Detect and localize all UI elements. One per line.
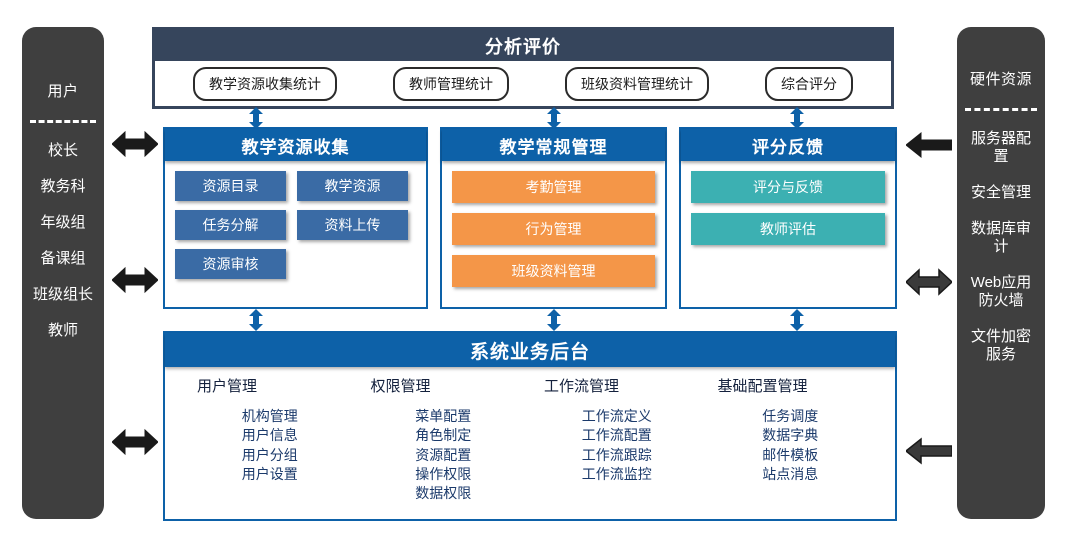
system-column-workflow-management: 工作流管理 工作流定义 工作流配置 工作流跟踪 工作流监控	[530, 375, 704, 504]
pill-comprehensive-score[interactable]: 综合评分	[765, 66, 853, 101]
rail-item-teacher[interactable]: 教师	[47, 321, 78, 339]
panel-teaching-resource-collection: 教学资源收集 资源目录 教学资源 任务分解 资料上传 资源审核	[163, 127, 428, 309]
item-task-scheduling[interactable]: 任务调度	[762, 408, 819, 424]
connector-panel2-to-system	[543, 309, 565, 331]
right-rail-header: 硬件资源	[969, 71, 1032, 88]
analysis-pill-row: 教学资源收集统计 教师管理统计 班级资料管理统计 综合评分	[155, 61, 891, 106]
item-resource-config[interactable]: 资源配置	[415, 446, 472, 463]
panel-teaching-routine-management: 教学常规管理 考勤管理 行为管理 班级资料管理	[440, 127, 667, 309]
item-workflow-monitoring[interactable]: 工作流监控	[581, 465, 652, 482]
column-items-basic-config-management: 任务调度 数据字典 邮件模板 站点消息	[704, 407, 878, 484]
button-score-and-feedback[interactable]: 评分与反馈	[691, 171, 885, 203]
button-teaching-resource[interactable]: 教学资源	[297, 171, 408, 201]
panel3-title: 评分反馈	[681, 129, 895, 161]
item-site-message[interactable]: 站点消息	[762, 465, 819, 482]
rail-item-class-leader[interactable]: 班级组长	[32, 285, 93, 303]
item-workflow-tracking[interactable]: 工作流跟踪	[581, 446, 652, 463]
item-org-management[interactable]: 机构管理	[241, 408, 298, 424]
panel-system-business-backend: 系统业务后台 用户管理 机构管理 用户信息 用户分组 用户设置 权限管理 菜单配…	[163, 331, 897, 521]
connector-analysis-to-panel2	[543, 107, 565, 129]
button-teacher-evaluation[interactable]: 教师评估	[691, 213, 885, 245]
button-material-upload[interactable]: 资料上传	[297, 210, 408, 240]
panel3-button-stack: 评分与反馈 教师评估	[691, 171, 885, 245]
rail-item-web-firewall[interactable]: Web应用 防火墙	[970, 273, 1032, 309]
arrow-right-hardware-to-panels-mid	[906, 267, 952, 297]
rail-item-principal[interactable]: 校长	[47, 141, 78, 159]
item-user-settings[interactable]: 用户设置	[241, 465, 298, 482]
arrow-right-hardware-to-panels	[906, 131, 952, 159]
system-column-basic-config-management: 基础配置管理 任务调度 数据字典 邮件模板 站点消息	[704, 375, 878, 504]
panel2-title: 教学常规管理	[442, 129, 665, 161]
system-column-user-management: 用户管理 机构管理 用户信息 用户分组 用户设置	[183, 375, 357, 504]
rail-item-security-management[interactable]: 安全管理	[970, 183, 1031, 201]
item-workflow-definition[interactable]: 工作流定义	[581, 408, 652, 424]
left-rail-divider	[30, 119, 96, 123]
panel1-button-grid: 资源目录 教学资源 任务分解 资料上传 资源审核	[175, 171, 416, 279]
panel1-body: 资源目录 教学资源 任务分解 资料上传 资源审核	[165, 161, 426, 287]
column-items-permission-management: 菜单配置 角色制定 资源配置 操作权限 数据权限	[357, 407, 531, 504]
column-title-basic-config-management: 基础配置管理	[717, 378, 808, 395]
panel2-button-stack: 考勤管理 行为管理 班级资料管理	[452, 171, 655, 287]
panel3-body: 评分与反馈 教师评估	[681, 161, 895, 253]
rail-item-server-config[interactable]: 服务器配 置	[970, 129, 1031, 165]
column-title-permission-management: 权限管理	[370, 378, 431, 395]
rail-item-academic-affairs[interactable]: 教务科	[40, 177, 86, 195]
right-rail-list: 服务器配 置 安全管理 数据库审 计 Web应用 防火墙 文件加密 服务	[957, 121, 1045, 373]
arrow-left-users-to-system	[112, 427, 158, 457]
left-rail-header: 用户	[47, 83, 79, 100]
item-data-permission[interactable]: 数据权限	[415, 485, 472, 502]
item-workflow-config[interactable]: 工作流配置	[581, 427, 652, 444]
connector-analysis-to-panel1	[245, 107, 267, 129]
connector-panel1-to-system	[245, 309, 267, 331]
item-operation-permission[interactable]: 操作权限	[415, 465, 472, 482]
connector-panel3-to-system	[786, 309, 808, 331]
button-resource-review[interactable]: 资源审核	[175, 249, 286, 279]
panel1-title: 教学资源收集	[165, 129, 426, 161]
system-column-permission-management: 权限管理 菜单配置 角色制定 资源配置 操作权限 数据权限	[357, 375, 531, 504]
rail-item-lesson-prep-group[interactable]: 备课组	[40, 249, 86, 267]
button-behavior-management[interactable]: 行为管理	[452, 213, 655, 245]
arrow-left-users-to-panels-mid	[112, 265, 158, 295]
analysis-evaluation-panel: 分析评价 教学资源收集统计 教师管理统计 班级资料管理统计 综合评分	[152, 27, 894, 109]
rail-item-database-audit[interactable]: 数据库审 计	[970, 219, 1031, 255]
pill-teacher-management-stats[interactable]: 教师管理统计	[393, 66, 509, 101]
arrow-left-users-to-panels	[112, 129, 158, 159]
system-panel-title: 系统业务后台	[165, 333, 895, 367]
item-role-definition[interactable]: 角色制定	[415, 427, 472, 444]
system-columns: 用户管理 机构管理 用户信息 用户分组 用户设置 权限管理 菜单配置 角色制定 …	[165, 367, 895, 504]
item-menu-config[interactable]: 菜单配置	[415, 408, 472, 424]
right-rail-hardware: 硬件资源 服务器配 置 安全管理 数据库审 计 Web应用 防火墙 文件加密 服…	[957, 27, 1045, 519]
right-rail-divider	[965, 107, 1037, 111]
item-user-group[interactable]: 用户分组	[241, 446, 298, 463]
arrow-right-hardware-to-system	[906, 437, 952, 465]
rail-item-grade-group[interactable]: 年级组	[40, 213, 86, 231]
column-items-workflow-management: 工作流定义 工作流配置 工作流跟踪 工作流监控	[530, 407, 704, 484]
item-data-dictionary[interactable]: 数据字典	[762, 427, 819, 444]
column-items-user-management: 机构管理 用户信息 用户分组 用户设置	[183, 407, 357, 484]
panel2-body: 考勤管理 行为管理 班级资料管理	[442, 161, 665, 295]
column-title-user-management: 用户管理	[197, 378, 258, 395]
button-resource-catalog[interactable]: 资源目录	[175, 171, 286, 201]
left-rail-users: 用户 校长 教务科 年级组 备课组 班级组长 教师	[22, 27, 104, 519]
pill-teaching-resource-stats[interactable]: 教学资源收集统计	[193, 66, 337, 101]
column-title-workflow-management: 工作流管理	[544, 378, 620, 395]
item-user-info[interactable]: 用户信息	[241, 427, 298, 444]
connector-analysis-to-panel3	[786, 107, 808, 129]
analysis-title: 分析评价	[155, 30, 891, 61]
button-attendance-management[interactable]: 考勤管理	[452, 171, 655, 203]
rail-item-file-encryption[interactable]: 文件加密 服务	[970, 327, 1031, 363]
panel-score-feedback: 评分反馈 评分与反馈 教师评估	[679, 127, 897, 309]
button-task-decomposition[interactable]: 任务分解	[175, 210, 286, 240]
item-mail-template[interactable]: 邮件模板	[762, 446, 819, 463]
left-rail-list: 校长 教务科 年级组 备课组 班级组长 教师	[22, 133, 104, 349]
button-class-material-management[interactable]: 班级资料管理	[452, 255, 655, 287]
pill-class-material-stats[interactable]: 班级资料管理统计	[565, 66, 709, 101]
